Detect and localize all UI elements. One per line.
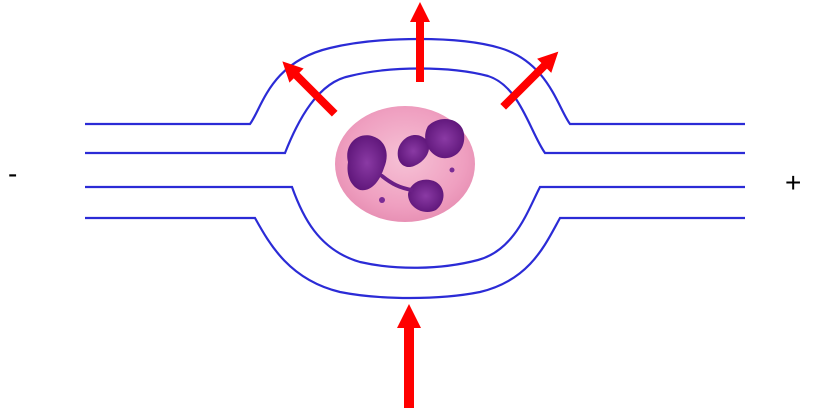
negative-pole-label: - — [8, 158, 17, 189]
field-line-outer-bottom — [85, 218, 745, 298]
nucleus-speck — [450, 168, 455, 173]
arrow-up — [410, 2, 430, 82]
arrow-up-left — [275, 54, 341, 120]
arrow-up-right — [496, 45, 565, 114]
nucleus-speck — [379, 197, 385, 203]
neutrophil-cell — [335, 106, 475, 222]
arrow-bottom-up — [397, 304, 421, 408]
positive-pole-label: + — [785, 167, 801, 198]
